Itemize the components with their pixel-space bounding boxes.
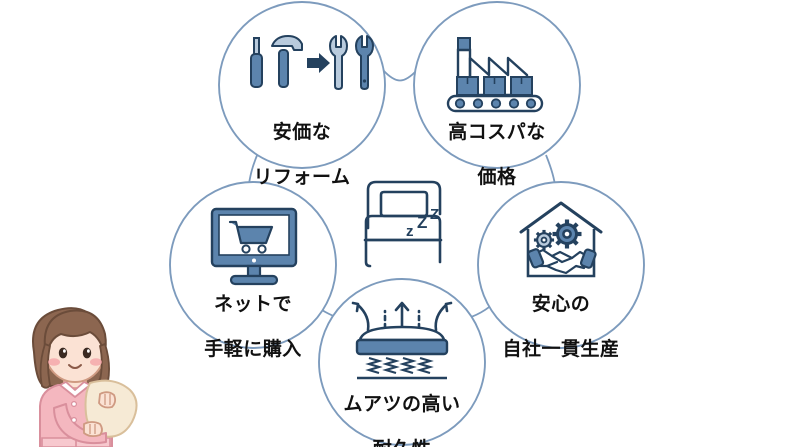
svg-text:z: z xyxy=(406,223,414,240)
zzz-text: z Z Z xyxy=(406,206,439,240)
bed-sleep-icon xyxy=(363,180,443,268)
connector-reform-price xyxy=(382,69,418,82)
tools-screwdriver-hammer-wrench-icon xyxy=(250,35,374,90)
svg-text:Z: Z xyxy=(430,206,439,223)
girl-in-pajamas-holding-pillow-illustration xyxy=(6,290,146,447)
house-gears-handshake-icon xyxy=(519,201,603,278)
factory-conveyor-icon xyxy=(446,37,544,113)
circle-durability xyxy=(318,278,486,446)
monitor-shopping-cart-icon xyxy=(210,207,298,286)
mattress-springs-airflow-icon xyxy=(351,301,453,380)
svg-text:Z: Z xyxy=(417,213,427,232)
character-svg xyxy=(32,307,138,447)
